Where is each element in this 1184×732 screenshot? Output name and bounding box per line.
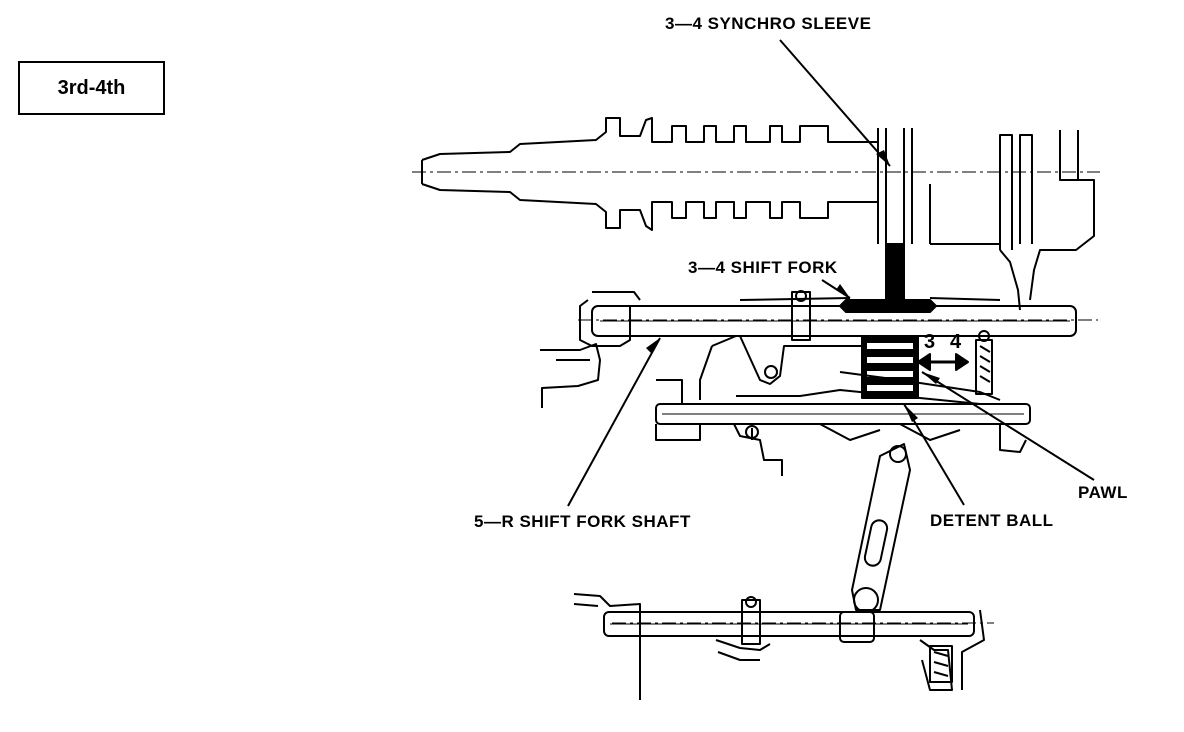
lower-spring xyxy=(929,645,953,683)
left-upper-housing xyxy=(540,291,641,408)
main-shaft xyxy=(421,117,878,231)
right-gear-housing xyxy=(999,130,1095,311)
leader-lines xyxy=(567,39,1095,507)
gear-position-label: 3rd-4th xyxy=(18,61,165,115)
callout-shift-fork: 3—4 SHIFT FORK xyxy=(688,258,838,277)
lower-fork-shaft xyxy=(603,596,975,645)
shift-direction-arrow: 3 4 xyxy=(917,331,969,371)
shift-lever xyxy=(851,443,911,613)
lower-bracket xyxy=(733,423,961,476)
callout-detent-ball: DETENT BALL xyxy=(930,511,1054,530)
arrow-digit-3: 3 xyxy=(924,331,935,353)
synchro-sleeve xyxy=(877,128,1000,301)
detent-spring-stack xyxy=(861,335,919,399)
callout-pawl: PAWL xyxy=(1078,483,1128,502)
pawl-body xyxy=(699,335,1001,401)
side-spring xyxy=(975,330,993,395)
center-lines xyxy=(412,171,1100,624)
leader-arrowheads xyxy=(646,150,940,422)
lower-housing xyxy=(573,593,985,700)
callout-synchro-sleeve: 3—4 SYNCHRO SLEEVE xyxy=(665,14,872,33)
arrow-digit-4: 4 xyxy=(950,331,962,353)
fork-shaft-5-r xyxy=(655,379,1031,453)
callout-shift-fork-shaft: 5—R SHIFT FORK SHAFT xyxy=(474,512,691,531)
